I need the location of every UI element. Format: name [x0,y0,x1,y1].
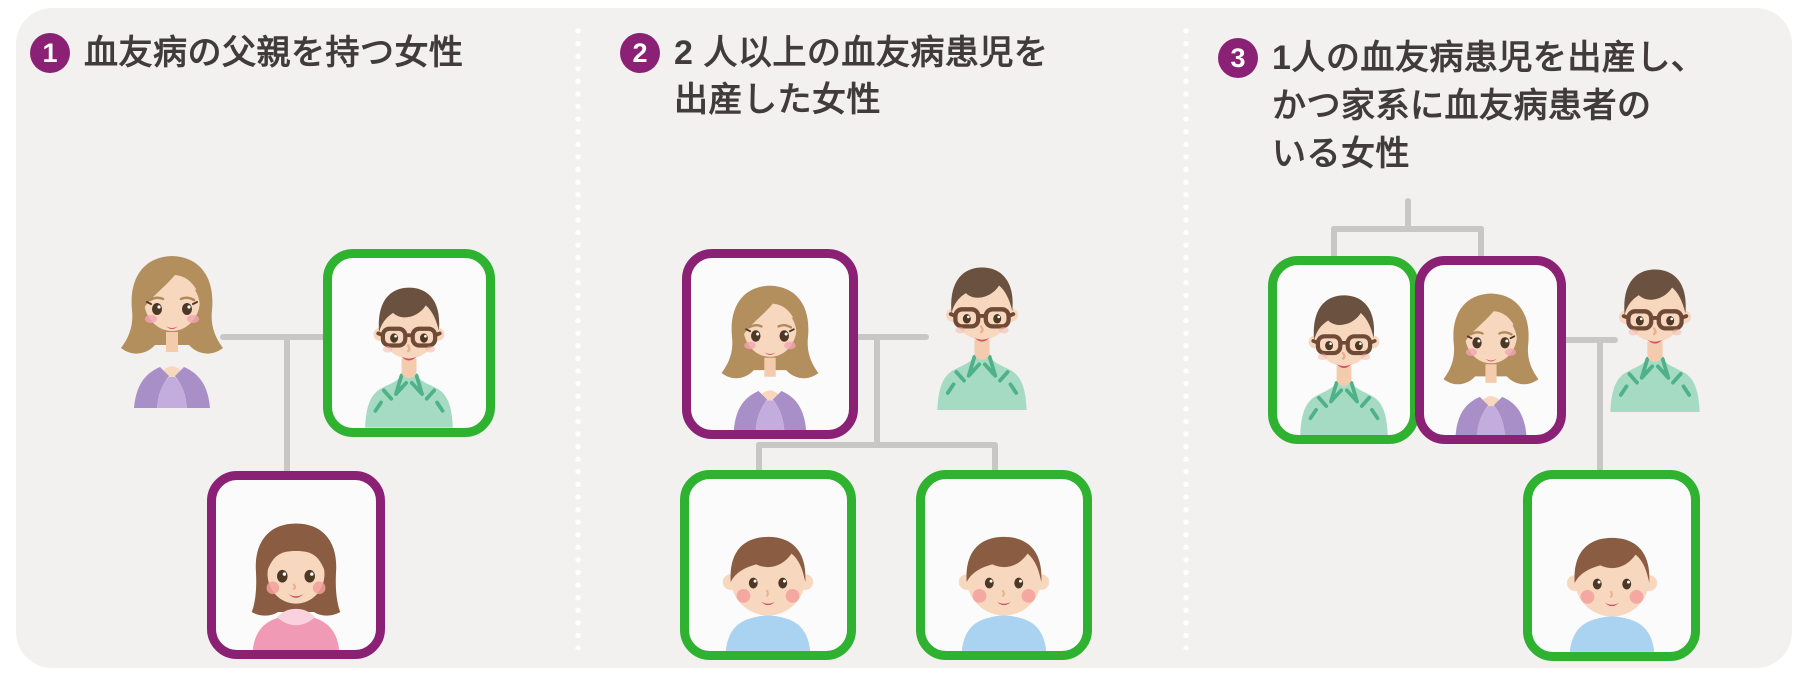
panel-1-title-line-1: 血友病の父親を持つ女性 [84,34,464,72]
panel-3-title-line-3: いる女性 [1272,135,1410,173]
panel-2-title-line-2: 出産した女性 [674,81,881,119]
p1-child-line [284,334,290,474]
panel-2-title: 2 人以上の血友病患児を 出産した女性 [674,30,1048,124]
man-glasses-avatar [1598,260,1712,412]
boy-avatar [714,523,822,651]
panel-3-title: 1人の血友病患児を出産し、 かつ家系に血友病患者の いる女性 [1272,34,1705,178]
p2-couple-line [843,334,929,340]
panel-2-number-badge: 2 [620,33,660,73]
p3-son-box-green [1523,470,1700,661]
woman-avatar [1435,286,1547,435]
woman-avatar [112,248,232,408]
p2-son2-drop-line [992,442,998,472]
p2-sibling-line [756,442,998,448]
panel-1-number-badge: 1 [30,33,70,73]
p2-descent-line [874,334,880,448]
p3-mother-box-purple [1415,256,1566,444]
p3-brother-box-green [1268,256,1419,444]
p3-father-figure [1598,260,1712,412]
panel-1-title: 血友病の父親を持つ女性 [84,30,464,76]
p2-father-figure [925,258,1039,410]
p1-father-box-green [323,249,495,437]
p2-son1-drop-line [756,442,762,472]
panel-2-title-line-1: 2 人以上の血友病患児を [674,34,1049,72]
p1-couple-line [220,334,330,340]
p2-mother-box-purple [682,249,858,439]
p1-mother-figure [112,246,232,408]
man-glasses-avatar [353,278,465,428]
p1-daughter-box-purple [207,471,385,659]
panel-3-number-badge: 3 [1218,38,1258,78]
panel-2-number: 2 [632,37,648,68]
boy-avatar [950,523,1058,651]
panel-3-title-line-2: かつ家系に血友病患者の [1272,87,1652,125]
panel-divider-2 [1183,28,1189,650]
man-glasses-avatar [925,258,1039,410]
p3-mother-drop-line [1478,226,1484,258]
p2-son2-box-green [916,470,1092,660]
p3-brother-drop-line [1331,226,1337,258]
woman-avatar [713,278,827,430]
p2-son1-box-green [680,470,856,660]
p3-sibling-line [1331,226,1484,232]
man-glasses-avatar [1288,286,1400,435]
p3-couple-line [1546,337,1618,343]
p3-ancestor-stub-line [1405,198,1411,232]
girl-avatar [238,513,354,650]
panel-3-number: 3 [1230,42,1246,73]
panel-1-number: 1 [42,37,58,68]
panel-divider-1 [575,28,581,650]
panel-3-title-line-1: 1人の血友病患児を出産し、 [1272,39,1706,77]
p3-child-line [1597,337,1603,472]
boy-avatar [1558,524,1666,652]
